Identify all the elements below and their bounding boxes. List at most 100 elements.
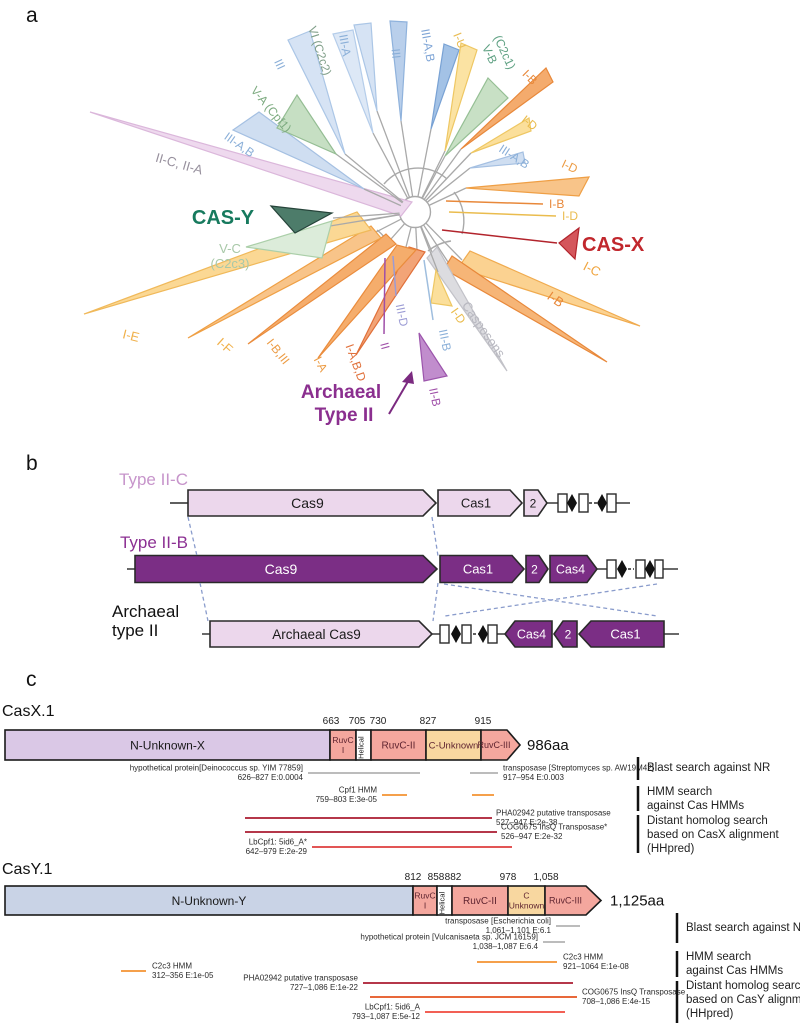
residue-tick: 978 (500, 872, 517, 883)
repeat-box (635, 559, 646, 579)
gene-label: Cas1 (463, 562, 493, 577)
clade-CAS-X (558, 226, 580, 261)
residue-tick: 882 (445, 872, 462, 883)
tree-branch (427, 240, 452, 252)
domain-RuvC-III (480, 729, 522, 761)
clade-line-CAS-X-stem (441, 229, 558, 244)
method-label: Blast search against NR (647, 762, 770, 774)
clade-V-C-C2c3 (245, 220, 333, 259)
domain-label: Helical (357, 736, 366, 759)
tree-branch (375, 218, 402, 233)
panel-letter-c: c (26, 668, 37, 691)
spacer-diamond (645, 560, 655, 578)
hit-label: COG0675 InsQ Transposase*526–947 E:2e-32 (501, 823, 607, 842)
operon-row-label: type II (112, 621, 158, 640)
gene-Archaeal Cas9 (209, 620, 434, 648)
gene-label: Cas9 (265, 561, 298, 577)
clade-II-B-archaeal (418, 332, 448, 382)
clade-II-C-II-A (89, 111, 414, 217)
clade-label: II-C, II-A (154, 150, 205, 178)
clade-label: I-C (581, 258, 603, 279)
clade-I-F (187, 225, 382, 339)
clade-line-I-D (448, 211, 557, 217)
tree-branch (417, 128, 432, 197)
tree-branch (423, 148, 462, 200)
clade-III-1 (287, 30, 346, 155)
spacer-diamond (451, 625, 461, 643)
clade-I-D-small (430, 267, 453, 307)
clade-line-II (383, 257, 386, 335)
clade-III-A-B-small (469, 151, 526, 169)
tree-branch (421, 155, 446, 199)
clade-line-III-B (423, 259, 434, 321)
domain-RuvC-I (329, 729, 357, 761)
clade-I-A-B-D (355, 246, 426, 356)
repeat-box (578, 493, 589, 513)
clade-label: III-D (393, 303, 411, 328)
residue-tick: 827 (420, 716, 437, 727)
archaeal-type2-arrow (388, 377, 411, 415)
clade-I-D-big (465, 176, 591, 197)
domain-label: RuvC-III (477, 740, 510, 750)
clade-label: I-B,III (264, 336, 293, 367)
tree-branch (390, 223, 406, 240)
spacer-diamond (617, 560, 627, 578)
tree-branch (376, 110, 411, 198)
clade-label: I-A (311, 354, 331, 374)
gene-label: Cas4 (556, 563, 585, 577)
highlight-label: CAS-Y (192, 207, 255, 229)
gene-Cas9 (134, 554, 439, 584)
domain-RuvC-II (370, 729, 427, 761)
clade-III-2 (389, 20, 408, 122)
tree-branch (363, 188, 402, 207)
homology-link (199, 582, 209, 622)
clade-III-A (353, 22, 378, 112)
panel-letter-a: a (26, 4, 38, 27)
tree-branch (426, 167, 471, 203)
gene-Cas1 (437, 489, 524, 517)
tree-branch (419, 226, 439, 273)
tree-branch (425, 222, 463, 261)
tree-branch (335, 153, 403, 204)
tree-branch (405, 226, 412, 248)
operon-row-label: Archaeal (112, 602, 179, 621)
residue-tick: 915 (475, 716, 492, 727)
clade-label: III-A,B (418, 28, 438, 63)
spacer-diamond (478, 625, 488, 643)
domain-label: N-Unknown-X (130, 738, 205, 752)
gene-label: Cas1 (461, 496, 491, 511)
clade-III-A-B-left (231, 111, 365, 190)
protein-length: 1,125aa (610, 893, 665, 910)
gene-Cas4 (503, 620, 553, 648)
spacer-diamond (597, 494, 607, 512)
gene-2 (553, 620, 578, 648)
clade-I-C (457, 250, 641, 327)
homology-link (432, 582, 439, 622)
hit-label: LbCpf1: 5id6_A*642–979 E:2e-29 (246, 838, 308, 857)
clade-I-D-1 (470, 117, 532, 154)
clade-label: III-A (336, 33, 354, 57)
clade-I-A (317, 244, 418, 359)
clade-label: I-F (214, 335, 236, 357)
clade-label: Casposons (459, 298, 509, 360)
domain-N-Unknown-Y (4, 885, 414, 916)
tree-branch (344, 153, 404, 203)
clade-label: V-C (219, 241, 241, 256)
clade-label: II-B (426, 387, 444, 408)
clade-label: I-D (562, 209, 578, 223)
domain-RuvC-II (451, 885, 509, 916)
